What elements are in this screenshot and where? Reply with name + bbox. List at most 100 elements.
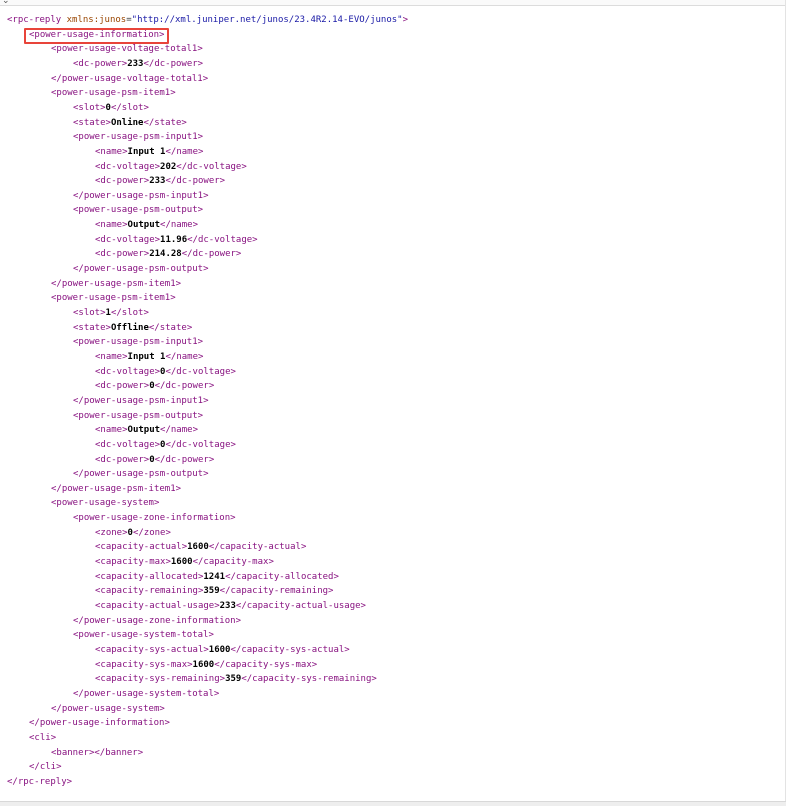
tag-bracket: </ (214, 659, 226, 670)
element-value: 233 (127, 58, 144, 69)
chevron-down-icon[interactable]: ⌄ (2, 0, 10, 6)
xml-line: <dc-voltage>0</dc-voltage> (95, 365, 236, 379)
tag-bracket: > (328, 586, 334, 597)
xml-line: <slot>1</slot> (73, 306, 149, 320)
tag-name-close: capacity-sys-remaining (252, 674, 372, 685)
xml-line: <name>Output</name> (95, 423, 198, 437)
tag-bracket: < (73, 58, 79, 69)
xml-line: <dc-power>233</dc-power> (95, 174, 225, 188)
tag-bracket: > (344, 644, 350, 655)
tag-bracket: < (95, 249, 101, 260)
tag-name: cli (39, 762, 57, 773)
tag-bracket: > (121, 58, 128, 69)
tag-bracket: > (235, 249, 242, 260)
tag-bracket: > (197, 205, 204, 216)
element-value: 1600 (208, 644, 231, 655)
xml-line: <capacity-allocated>1241</capacity-alloc… (95, 570, 339, 584)
tag-name: capacity-max (100, 557, 166, 568)
tag-bracket: </ (132, 527, 144, 538)
tag-bracket: </ (165, 366, 177, 377)
xml-line: <power-usage-psm-output> (73, 203, 203, 217)
tag-bracket: < (51, 293, 57, 304)
tag-name-close: capacity-sys-max (225, 659, 312, 670)
tag-bracket: < (95, 557, 101, 568)
tag-name: power-usage-psm-item1 (56, 88, 171, 99)
tag-bracket: > (175, 278, 182, 289)
tag-bracket: > (311, 659, 318, 670)
tag-name: rpc-reply (17, 776, 67, 787)
element-value: 1600 (187, 542, 209, 553)
tag-bracket: > (197, 410, 204, 421)
tag-bracket: < (73, 322, 79, 333)
tag-bracket: < (95, 439, 101, 450)
tag-name: power-usage-zone-information (83, 615, 236, 626)
tag-name-close: capacity-remaining (230, 586, 329, 597)
xml-line: <power-usage-system-total> (73, 628, 214, 642)
tag-name: capacity-sys-remaining (100, 674, 220, 685)
xml-line: <power-usage-voltage-total1> (51, 42, 203, 56)
tag-bracket: > (165, 557, 171, 568)
tag-bracket: </ (7, 776, 18, 787)
tag-name: zone (100, 527, 123, 538)
tag-name: power-usage-psm-item1 (56, 293, 171, 304)
element-value: 0 (160, 439, 166, 450)
tag-bracket: < (95, 527, 101, 538)
xml-line: </power-usage-system-total> (73, 687, 219, 701)
xml-line: <dc-power>0</dc-power> (95, 379, 214, 393)
xml-line: <dc-power>233</dc-power> (73, 57, 203, 71)
tag-name-close: dc-voltage (187, 161, 242, 172)
tag-bracket: > (203, 395, 209, 406)
tag-bracket: < (29, 732, 35, 743)
tag-bracket: > (186, 322, 193, 333)
tag-name: banner (56, 747, 89, 758)
element-value: 0 (127, 527, 133, 538)
tag-bracket: </ (110, 308, 122, 318)
tag-bracket: < (95, 644, 101, 655)
tag-name: capacity-allocated (100, 571, 198, 582)
tag-bracket: </ (187, 234, 198, 245)
element-value: 359 (203, 586, 220, 597)
tag-bracket: </ (235, 601, 247, 611)
tag-bracket: < (95, 381, 101, 392)
xml-line: <power-usage-psm-output> (73, 409, 203, 423)
xml-line: <power-usage-system> (51, 496, 159, 510)
element-value: Output (127, 425, 161, 436)
tag-bracket: > (208, 630, 214, 641)
tag-name-close: capacity-max (203, 557, 269, 568)
xml-line: <rpc-reply xmlns:junos="http://xml.junip… (7, 13, 408, 27)
tag-name: capacity-actual (100, 542, 182, 553)
tag-name: dc-power (100, 176, 144, 187)
tag-bracket: > (230, 513, 236, 524)
tag-bracket: > (208, 454, 215, 465)
tag-name: power-usage-voltage-total1 (61, 73, 203, 84)
tag-bracket: < (95, 161, 101, 172)
tag-bracket: > (268, 557, 274, 568)
tag-bracket: </ (73, 688, 84, 699)
xml-line: <dc-voltage>0</dc-voltage> (95, 438, 236, 452)
xml-line: <capacity-actual>1600</capacity-actual> (95, 540, 306, 554)
tag-bracket: > (213, 688, 220, 699)
tag-bracket: > (360, 601, 366, 611)
tag-bracket: </ (51, 703, 62, 714)
tag-bracket: < (73, 132, 79, 143)
tag-bracket: > (154, 234, 161, 245)
tag-bracket: > (371, 674, 377, 685)
tag-bracket: < (51, 498, 57, 509)
xml-line: <state>Offline</state> (73, 321, 192, 335)
tag-bracket: < (73, 630, 79, 641)
tag-bracket: > (143, 176, 150, 187)
tag-bracket: < (95, 659, 101, 670)
tag-name-close: name (176, 146, 198, 157)
tag-name: name (100, 220, 123, 231)
tag-bracket: < (73, 117, 79, 128)
tag-name-close: dc-power (192, 249, 236, 260)
xml-line: <power-usage-psm-input1> (73, 130, 203, 144)
xml-line: <power-usage-psm-item1> (51, 86, 176, 100)
tag-bracket: < (95, 220, 101, 231)
xml-line: </power-usage-information> (29, 716, 170, 730)
tag-name: dc-power (100, 381, 144, 392)
tag-bracket: > (252, 234, 258, 245)
element-value: 0 (149, 381, 155, 392)
xml-line: </power-usage-psm-input1> (73, 394, 208, 408)
tag-bracket: </ (73, 615, 84, 626)
